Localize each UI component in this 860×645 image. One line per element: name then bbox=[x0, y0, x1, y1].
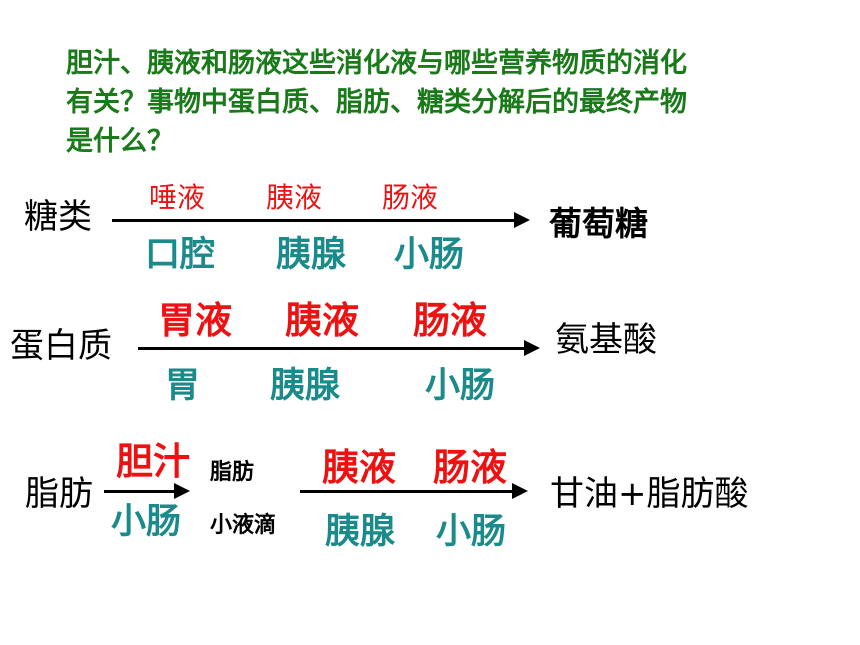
organ-stomach: 胃 bbox=[165, 366, 201, 406]
enzyme-intestinal-juice: 肠液 bbox=[413, 299, 487, 342]
question-line-1: 胆汁、胰液和肠液这些消化液与哪些营养物质的消化 bbox=[66, 48, 687, 79]
organ-pancreas: 胰腺 bbox=[325, 512, 396, 552]
question-line-3: 是什么？ bbox=[66, 126, 174, 157]
question-text: 胆汁、胰液和肠液这些消化液与哪些营养物质的消化 有关？事物中蛋白质、脂肪、糖类分… bbox=[66, 44, 846, 161]
organ-pancreas: 胰腺 bbox=[276, 235, 347, 275]
substance-protein: 蛋白质 bbox=[10, 326, 112, 366]
intermediate-droplets: 小液滴 bbox=[210, 513, 277, 538]
enzyme-pancreatic-juice: 胰液 bbox=[285, 299, 359, 342]
enzyme-pancreatic-juice: 胰液 bbox=[266, 181, 323, 214]
product-glucose: 葡萄糖 bbox=[549, 204, 648, 243]
organ-small-intestine: 小肠 bbox=[394, 235, 465, 275]
intermediate-fat: 脂肪 bbox=[210, 460, 255, 485]
arrow-fat-step2 bbox=[300, 483, 528, 499]
organ-small-intestine: 小肠 bbox=[111, 502, 182, 542]
enzyme-pancreatic-juice: 胰液 bbox=[322, 446, 396, 489]
arrow-sugar bbox=[112, 212, 530, 228]
organ-mouth: 口腔 bbox=[145, 235, 216, 275]
product-amino-acid: 氨基酸 bbox=[555, 320, 657, 360]
organ-pancreas: 胰腺 bbox=[270, 366, 341, 406]
arrow-protein bbox=[138, 340, 540, 356]
organ-small-intestine: 小肠 bbox=[425, 366, 496, 406]
enzyme-intestinal-juice: 肠液 bbox=[433, 446, 507, 489]
substance-sugar: 糖类 bbox=[24, 197, 92, 237]
enzyme-saliva: 唾液 bbox=[149, 181, 206, 214]
arrow-fat-step1 bbox=[104, 483, 190, 499]
enzyme-gastric-juice: 胃液 bbox=[158, 299, 232, 342]
substance-fat: 脂肪 bbox=[25, 474, 93, 514]
product-glycerol-fatty-acid: 甘油+脂肪酸 bbox=[550, 474, 749, 514]
enzyme-intestinal-juice: 肠液 bbox=[382, 181, 439, 214]
enzyme-bile: 胆汁 bbox=[116, 440, 190, 483]
question-line-2: 有关？事物中蛋白质、脂肪、糖类分解后的最终产物 bbox=[66, 87, 687, 118]
organ-small-intestine: 小肠 bbox=[436, 512, 507, 552]
